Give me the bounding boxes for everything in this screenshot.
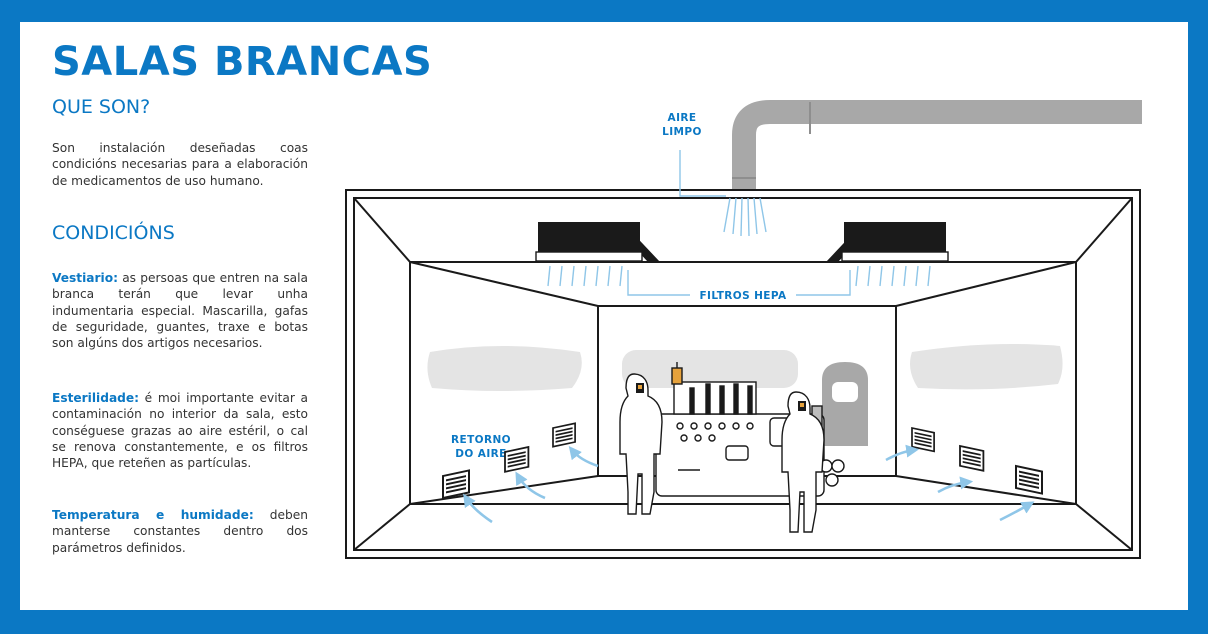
condition-term: Temperatura e humidade: [52,508,254,522]
condition-term: Vestiario: [52,271,118,285]
page-title: SALAS BRANCAS [52,39,433,85]
vent-left-3 [552,422,576,448]
heading-que-son: QUE SON? [52,96,151,118]
vent-left-1 [441,469,471,500]
condition-esterilidade: Esterilidade: é moi importante evitar a … [52,390,308,471]
condition-temperatura: Temperatura e humidade: deben manterse c… [52,507,308,556]
vent-left-2 [504,446,530,473]
label-retorno-line1: RETORNO [451,434,511,446]
vent-right-1 [911,427,935,453]
airflow-lines [547,197,931,287]
condition-text: é moi importante evitar a contaminación … [52,391,308,471]
wall-panel-left [427,346,582,391]
label-aire-line1: AIRE [668,112,697,124]
wall-panel-right [910,344,1063,390]
condition-vestiario: Vestiario: as persoas que entren na sala… [52,270,308,351]
return-airflow-arrows [463,444,1035,524]
hepa-filter-left [535,222,660,262]
condition-term: Esterilidade: [52,391,140,405]
wall-panels [427,344,1063,391]
heading-condicions: CONDICIÓNS [52,222,175,244]
label-retorno-line2: DO AIRE [455,448,506,460]
wall-panel-back [622,350,798,388]
paragraph-que-son: Son instalación deseñadas coas condición… [52,141,308,188]
label-filtros-hepa: FILTROS HEPA [699,290,787,302]
air-duct [732,100,1142,195]
condition-text: deben manterse constantes dentro dos par… [52,508,308,555]
condition-text: as persoas que entren na sala branca ter… [52,271,308,351]
label-aire-line2: LIMPO [662,126,702,138]
hepa-filter-right [826,222,949,262]
label-leaders [627,150,851,296]
airlock-door [822,362,868,446]
vent-right-2 [959,445,985,472]
vent-right-3 [1014,464,1044,495]
